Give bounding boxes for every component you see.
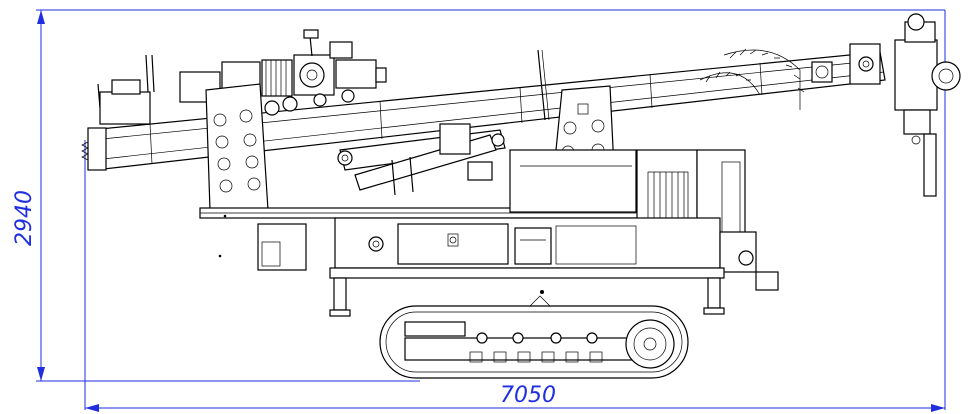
frame-rail xyxy=(329,267,725,279)
sheave-wheel xyxy=(931,61,961,91)
tool-box xyxy=(397,223,509,265)
crawler-track xyxy=(379,290,689,379)
left-side-plate xyxy=(205,83,269,211)
drive-sprocket xyxy=(625,319,675,369)
mast-guide-rod xyxy=(537,49,546,121)
rear-jack-leg xyxy=(707,277,721,309)
front-jack-leg xyxy=(333,277,347,311)
height-arrow-bottom xyxy=(37,367,45,381)
rotator-motor xyxy=(261,59,293,97)
height-dimension-label: 2940 xyxy=(12,190,37,246)
length-dimension: 7050 xyxy=(84,10,946,412)
clamp-arm xyxy=(923,133,937,197)
mast-lift-cylinder xyxy=(337,123,506,196)
length-dimension-label: 7050 xyxy=(500,383,556,408)
height-dimension: 2940 xyxy=(12,9,945,382)
hose-chain xyxy=(723,49,801,110)
mast-top-head xyxy=(699,13,961,197)
chassis xyxy=(199,149,779,317)
control-box xyxy=(257,223,307,271)
mast-rear-end xyxy=(87,127,107,171)
height-arrow-top xyxy=(37,10,45,24)
length-arrow-right xyxy=(931,404,945,412)
length-arrow-left xyxy=(85,404,99,412)
